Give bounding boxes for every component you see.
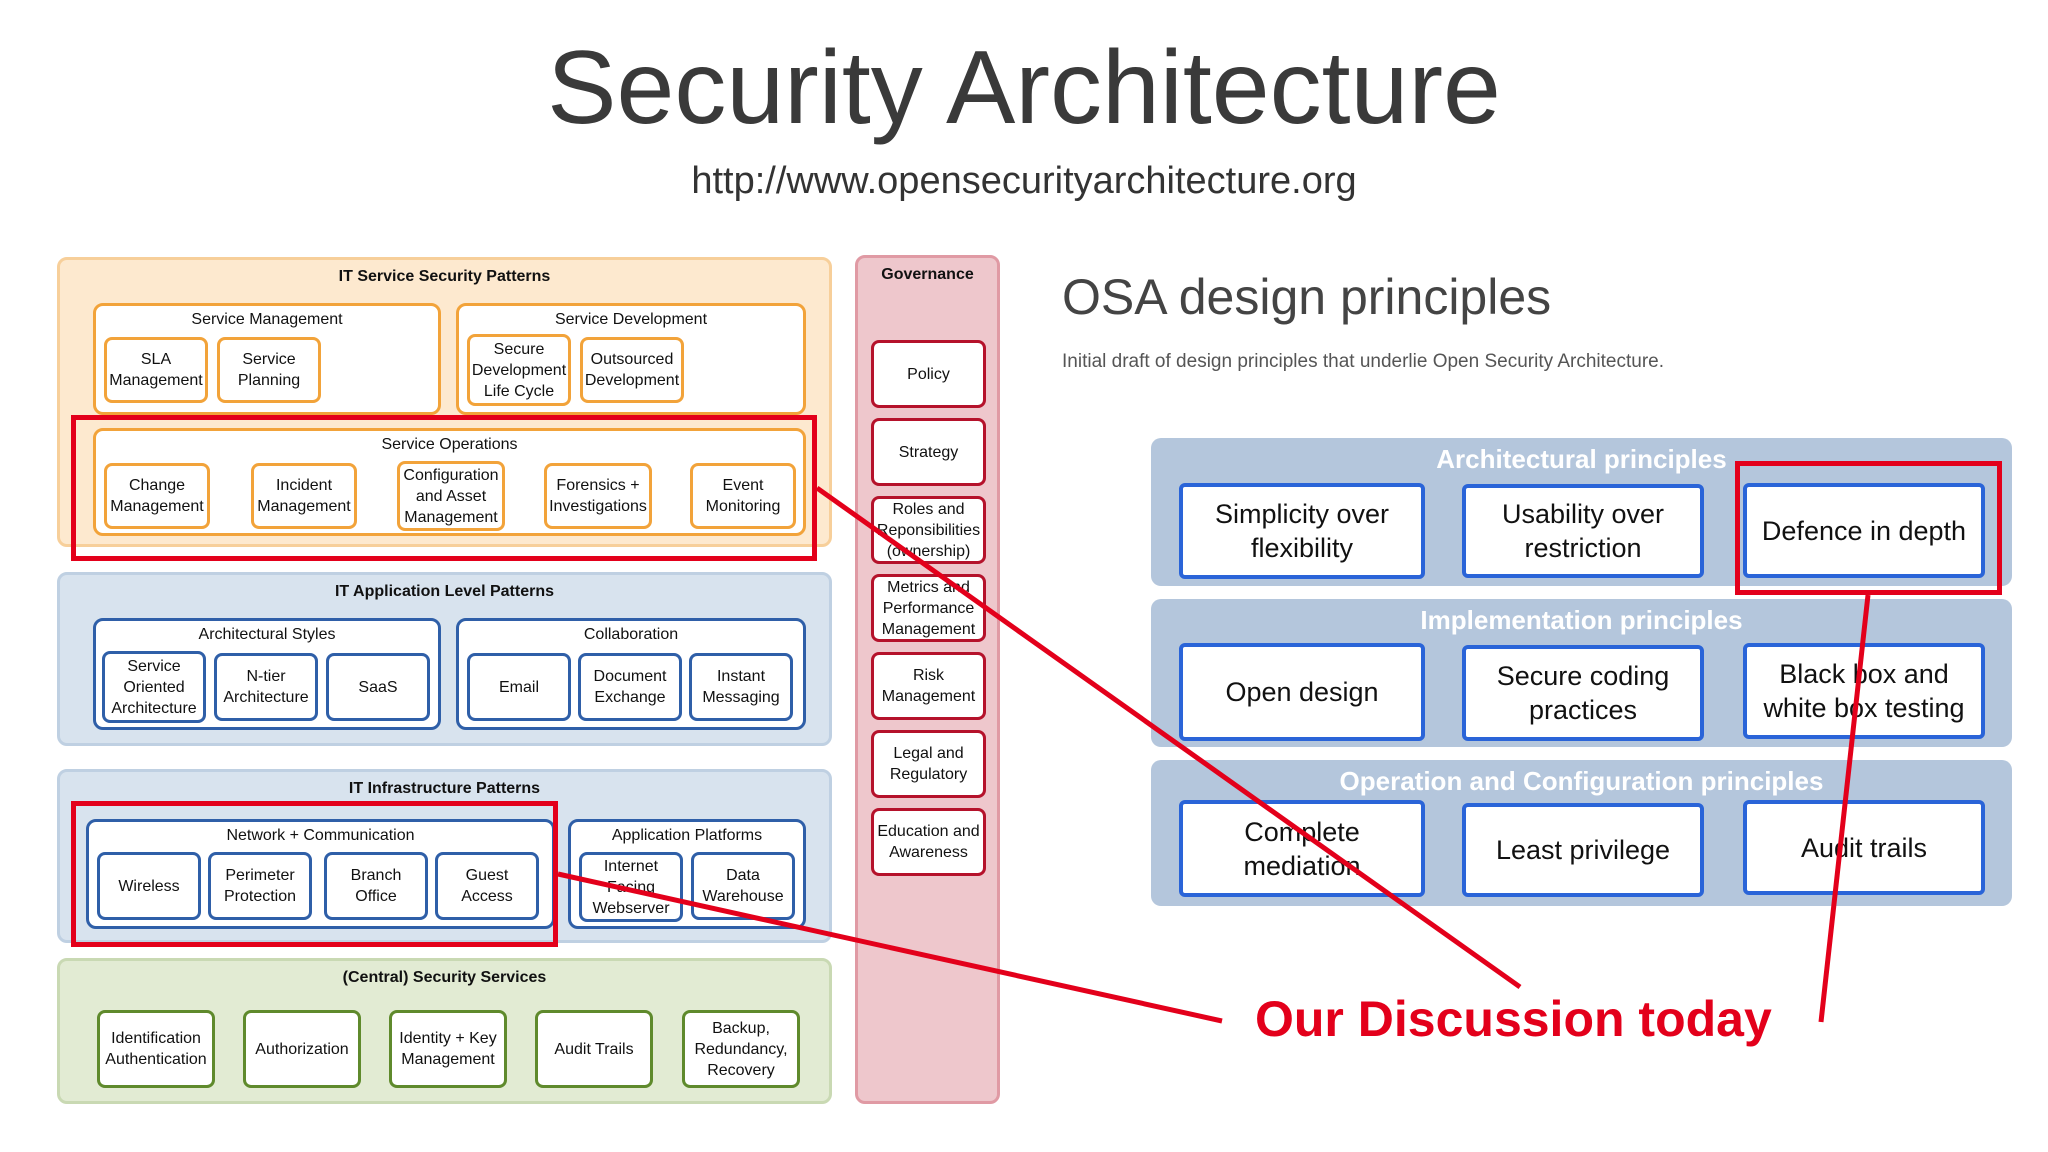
highlight-service-operations	[71, 415, 817, 561]
implementation-principles-title: Implementation principles	[1420, 605, 1743, 635]
it-application-section: IT Application Level Patterns Architectu…	[57, 572, 832, 746]
implementation-principles-band: Implementation principles Open design Se…	[1151, 599, 2012, 747]
roles-responsibilities-box: Roles and Reponsibilities (ownership)	[871, 496, 986, 564]
highlight-network-communication	[71, 801, 558, 947]
simplicity-over-flexibility-box: Simplicity over flexibility	[1179, 483, 1425, 579]
audit-trails-box: Audit Trails	[535, 1010, 653, 1088]
line-network-communication	[557, 871, 1223, 1024]
operation-configuration-title: Operation and Configuration principles	[1339, 766, 1824, 796]
n-tier-architecture-box: N-tier Architecture	[214, 653, 318, 721]
slide-title: Security Architecture	[547, 30, 1501, 146]
complete-mediation-box: Complete mediation	[1179, 800, 1425, 897]
governance-section: Governance Policy Strategy Roles and Rep…	[855, 255, 1000, 1104]
architectural-principles-title: Architectural principles	[1436, 444, 1727, 474]
legal-regulatory-box: Legal and Regulatory	[871, 730, 986, 798]
service-management-group: Service Management SLA Management Servic…	[93, 303, 441, 415]
architectural-styles-group: Architectural Styles Service Oriented Ar…	[93, 618, 441, 730]
governance-title: Governance	[881, 266, 974, 283]
metrics-performance-box: Metrics and Performance Management	[871, 574, 986, 642]
perimeter-protection-box: Perimeter Protection	[208, 852, 312, 920]
it-application-title: IT Application Level Patterns	[334, 583, 554, 600]
central-security-section: (Central) Security Services Identificati…	[57, 958, 832, 1104]
collaboration-group: Collaboration Email Document Exchange In…	[456, 618, 806, 730]
it-infrastructure-section: IT Infrastructure Patterns Network + Com…	[57, 769, 832, 943]
wireless-box: Wireless	[97, 852, 201, 920]
outsourced-development-box: Outsourced Development	[580, 337, 684, 403]
branch-office-box: Branch Office	[324, 852, 428, 920]
internet-facing-webserver-box: Internet Facing Webserver	[579, 852, 683, 922]
line-defence-in-depth	[1818, 594, 1871, 1023]
secure-coding-practices-box: Secure coding practices	[1462, 645, 1704, 741]
usability-over-restriction-box: Usability over restriction	[1462, 484, 1704, 578]
education-awareness-box: Education and Awareness	[871, 808, 986, 876]
identity-key-management-box: Identity + Key Management	[389, 1010, 507, 1088]
osa-diagram: IT Service Security Patterns Service Man…	[0, 0, 1010, 1152]
principles-heading: OSA design principles	[1062, 269, 1552, 325]
sla-management-box: SLA Management	[104, 337, 208, 403]
discussion-callout: Our Discussion today	[1255, 991, 1772, 1047]
line-service-operations	[815, 485, 1522, 990]
email-box: Email	[467, 653, 571, 721]
defence-in-depth-box: Defence in depth	[1743, 483, 1985, 578]
service-operations-group: Service Operations Change Management Inc…	[93, 428, 806, 536]
black-white-box-testing-box: Black box and white box testing	[1743, 643, 1985, 739]
change-management-box: Change Management	[104, 463, 210, 529]
saas-box: SaaS	[326, 653, 430, 721]
service-operations-title: Service Operations	[381, 436, 518, 453]
application-platforms-title: Application Platforms	[611, 827, 763, 844]
service-development-group: Service Development Secure Development L…	[456, 303, 806, 415]
central-security-title: (Central) Security Services	[342, 969, 547, 986]
risk-management-box: Risk Management	[871, 652, 986, 720]
authorization-box: Authorization	[243, 1010, 361, 1088]
it-infrastructure-title: IT Infrastructure Patterns	[348, 780, 541, 797]
incident-management-box: Incident Management	[251, 463, 357, 529]
instant-messaging-box: Instant Messaging	[689, 653, 793, 721]
it-service-section: IT Service Security Patterns Service Man…	[57, 257, 832, 547]
it-service-title: IT Service Security Patterns	[338, 268, 551, 285]
service-oriented-architecture-box: Service Oriented Architecture	[102, 651, 206, 723]
configuration-asset-management-box: Configuration and Asset Management	[397, 461, 505, 531]
open-design-box: Open design	[1179, 643, 1425, 741]
architectural-principles-band: Architectural principles Simplicity over…	[1151, 438, 2012, 586]
secure-development-box: Secure Development Life Cycle	[467, 334, 571, 406]
application-platforms-group: Application Platforms Internet Facing We…	[568, 819, 806, 929]
document-exchange-box: Document Exchange	[578, 653, 682, 721]
collaboration-title: Collaboration	[583, 626, 679, 643]
principles-subheading: Initial draft of design principles that …	[1062, 351, 1664, 372]
policy-box: Policy	[871, 340, 986, 408]
identification-authentication-box: Identification Authentication	[97, 1010, 215, 1088]
audit-trails-principle-box: Audit trails	[1743, 800, 1985, 895]
highlight-defence-in-depth	[1735, 461, 2002, 595]
guest-access-box: Guest Access	[435, 852, 539, 920]
strategy-box: Strategy	[871, 418, 986, 486]
service-development-title: Service Development	[554, 311, 708, 328]
architectural-styles-title: Architectural Styles	[198, 626, 336, 643]
least-privilege-box: Least privilege	[1462, 803, 1704, 897]
event-monitoring-box: Event Monitoring	[690, 463, 796, 529]
forensics-investigations-box: Forensics + Investigations	[544, 463, 652, 529]
network-communication-group: Network + Communication Wireless Perimet…	[86, 819, 555, 929]
service-management-title: Service Management	[191, 311, 343, 328]
source-url: http://www.opensecurityarchitecture.org	[691, 160, 1357, 202]
operation-configuration-band: Operation and Configuration principles C…	[1151, 760, 2012, 906]
service-planning-box: Service Planning	[217, 337, 321, 403]
backup-redundancy-recovery-box: Backup, Redundancy, Recovery	[682, 1010, 800, 1088]
network-communication-title: Network + Communication	[226, 827, 415, 844]
